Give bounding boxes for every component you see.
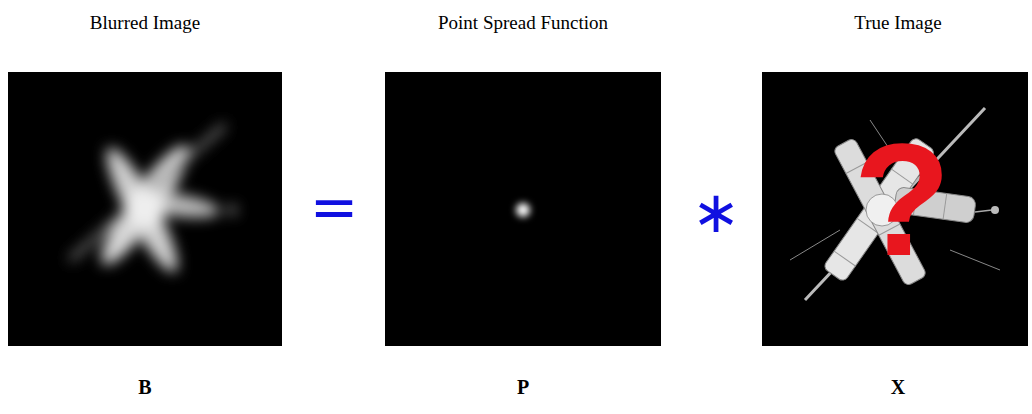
true-panel <box>762 72 1028 346</box>
psf-panel <box>385 72 661 346</box>
question-mark: ? <box>853 120 951 280</box>
matrix-label: X <box>891 377 905 397</box>
panel-title: Point Spread Function <box>438 13 608 32</box>
psf-dot <box>516 203 530 217</box>
matrix-label: P <box>517 377 529 397</box>
space-station <box>790 108 1000 300</box>
blurred-panel <box>8 72 282 346</box>
panel-title: Blurred Image <box>90 13 200 32</box>
matrix-label: B <box>138 377 151 397</box>
panel-title: True Image <box>854 13 941 32</box>
equals-symbol: = <box>310 178 359 236</box>
convolution-symbol: ∗ <box>692 183 741 241</box>
blurred-station <box>70 125 237 279</box>
